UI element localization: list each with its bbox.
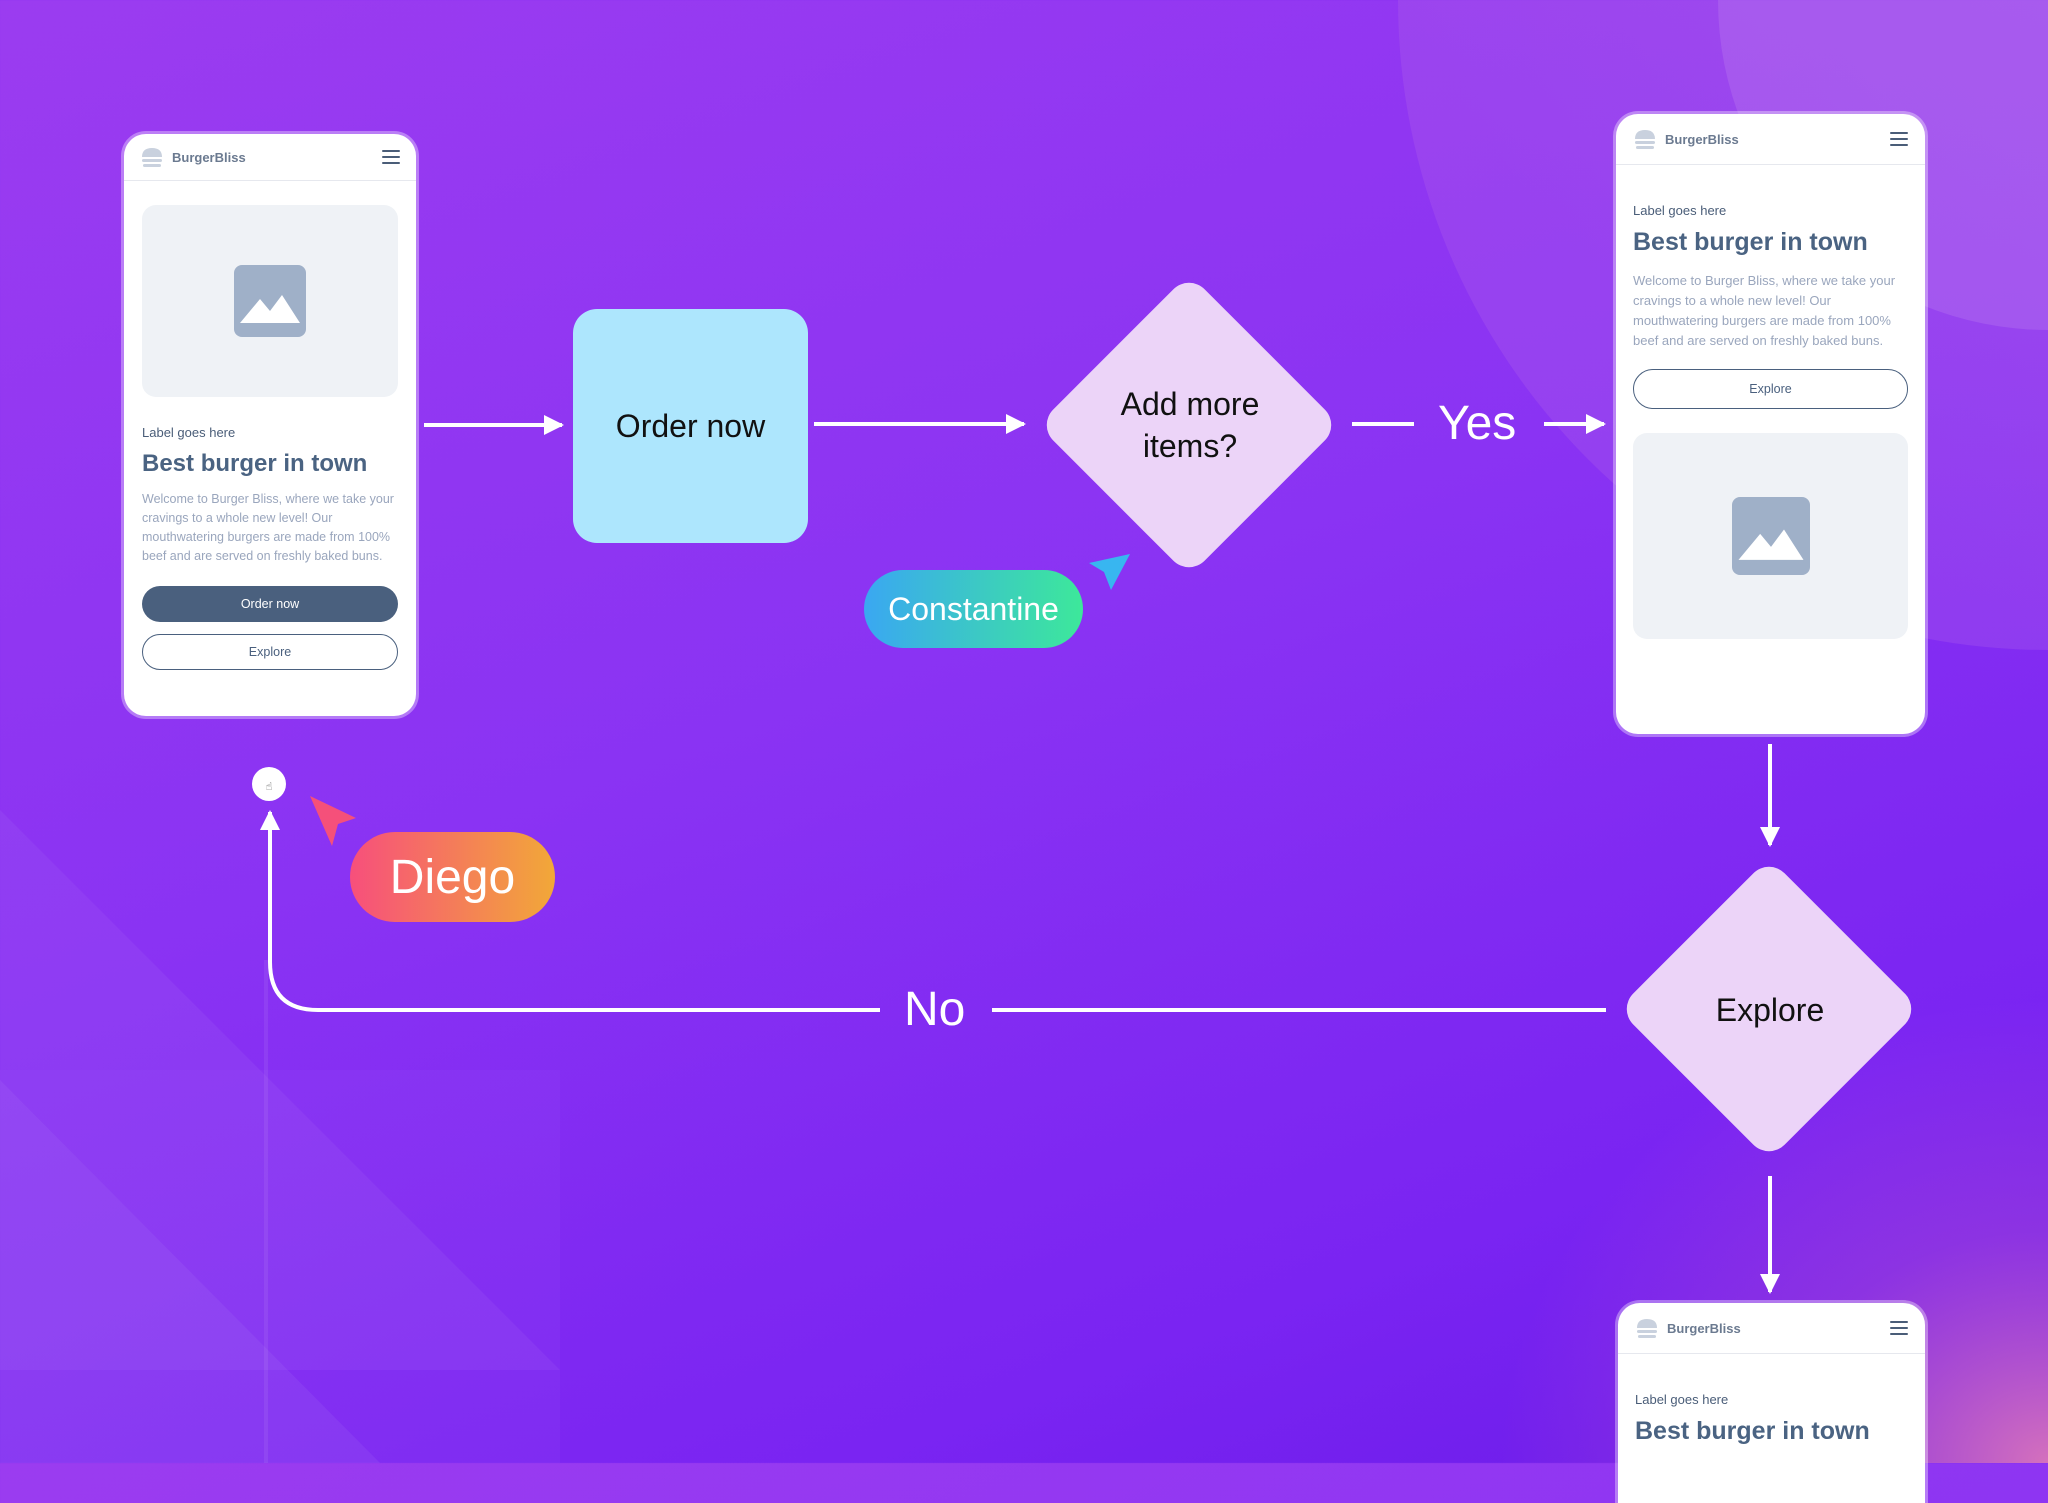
yes-edge-label: Yes [1438, 397, 1517, 450]
phone-mockup-yes: BurgerBliss Label goes here Best burger … [1616, 114, 1925, 734]
phone-title: Best burger in town [142, 450, 368, 477]
phone-header: BurgerBliss [1616, 114, 1925, 165]
diego-cursor-icon [310, 796, 356, 846]
diego-name: Diego [389, 850, 516, 904]
brand-name: BurgerBliss [1667, 1320, 1741, 1336]
order-now-node-label: Order now [573, 309, 808, 543]
brand-name: BurgerBliss [1665, 131, 1739, 147]
diego-cursor-label: Diego [350, 832, 555, 922]
add-more-items-decision[interactable] [1038, 274, 1341, 577]
phone-title: Best burger in town [1633, 228, 1868, 256]
hamburger-menu-icon[interactable] [1890, 132, 1908, 146]
hamburger-menu-icon[interactable] [382, 150, 400, 164]
phone-body-text: Welcome to Burger Bliss, where we take y… [142, 492, 394, 563]
phone-header: BurgerBliss [124, 134, 416, 181]
constantine-cursor-icon [1089, 554, 1130, 590]
order-now-button[interactable]: Order now [142, 586, 398, 622]
explore-decision[interactable] [1618, 858, 1921, 1161]
order-now-text: Order now [615, 407, 766, 444]
label-text: Label goes here [1635, 1392, 1729, 1407]
label-text: Label goes here [142, 425, 236, 440]
image-icon [234, 265, 306, 337]
image-placeholder [142, 205, 398, 397]
label-text: Label goes here [1633, 203, 1727, 218]
phone-body-text: Welcome to Burger Bliss, where we take y… [1633, 273, 1896, 348]
start-point-handle[interactable] [252, 767, 286, 801]
phone-mockup-start: BurgerBliss Label goes here Best burger … [124, 134, 416, 716]
constantine-cursor-label: Constantine [864, 570, 1083, 648]
burger-logo-icon [1635, 130, 1655, 149]
add-more-text-line1: Add more [1120, 386, 1260, 422]
add-more-items-label: Add more items? [1090, 370, 1290, 480]
brand-name: BurgerBliss [172, 149, 246, 165]
image-icon [1731, 497, 1810, 575]
explore-text: Explore [1715, 991, 1825, 1028]
explore-button[interactable]: Explore [142, 634, 398, 670]
diego-cursor-pill-bg [350, 832, 555, 922]
hamburger-menu-icon[interactable] [1890, 1321, 1908, 1335]
flow-connectors: ☝ [252, 274, 1921, 1294]
svg-text:☝: ☝ [266, 780, 273, 793]
explore-button[interactable]: Explore [1633, 369, 1908, 409]
image-placeholder [1633, 433, 1908, 639]
burger-logo-icon [1637, 1319, 1657, 1338]
order-now-node[interactable] [573, 309, 808, 543]
explore-node-label: Explore [1670, 980, 1870, 1040]
add-more-text-line2: items? [1142, 428, 1238, 464]
phone-header: BurgerBliss [1618, 1303, 1925, 1354]
arrow-no-to-start [260, 810, 880, 1012]
burger-logo-icon [142, 148, 162, 167]
no-edge-label: No [904, 983, 966, 1036]
constantine-cursor-pill-bg [864, 570, 1083, 648]
phone-title: Best burger in town [1635, 1417, 1870, 1445]
constantine-name: Constantine [888, 590, 1059, 627]
